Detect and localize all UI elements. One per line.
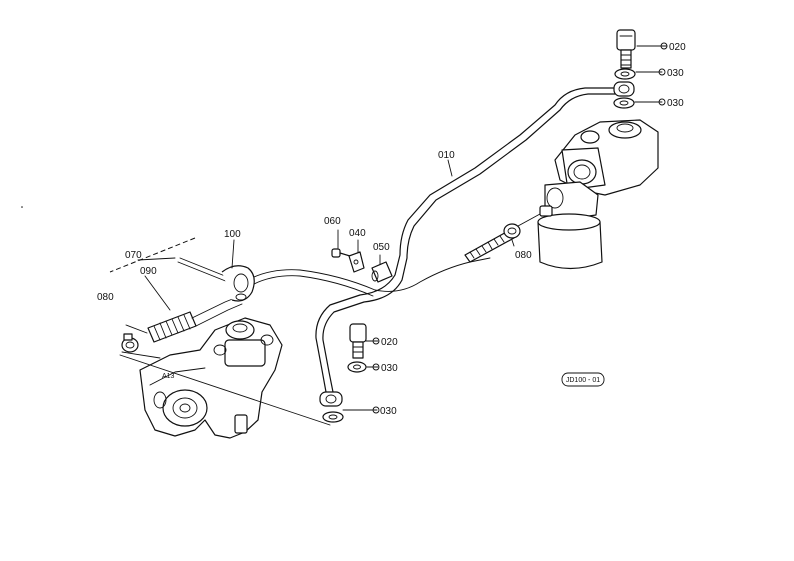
bracket-100 — [221, 265, 255, 302]
label-090: 090 — [140, 266, 157, 277]
assembly-line-b — [119, 351, 331, 426]
label-040: 040 — [349, 228, 366, 239]
leader-080-left — [125, 324, 148, 334]
label-050: 050 — [373, 242, 390, 253]
hose-clamp-080-left — [121, 333, 139, 353]
label-020-upper: 020 — [669, 42, 686, 53]
banjo-bolt-020-lower — [349, 323, 367, 359]
bolt-060 — [331, 248, 351, 258]
label-060: 060 — [324, 216, 341, 227]
washer-030-lower-a — [347, 361, 367, 373]
label-070: 070 — [125, 250, 142, 261]
label-080-left: 080 — [97, 292, 114, 303]
pump-stamp: A13 — [162, 373, 175, 380]
hose-clamp-080-right — [464, 213, 541, 263]
label-030-lower-a: 030 — [381, 363, 398, 374]
label-030-upper-a: 030 — [667, 68, 684, 79]
banjo-fitting-upper — [613, 81, 635, 97]
leader-010 — [447, 159, 453, 177]
sleeve-050 — [371, 261, 393, 283]
suction-hose-090 — [147, 295, 243, 343]
clip-040 — [348, 251, 365, 273]
return-hose — [247, 257, 491, 297]
label-030-lower-b: 030 — [380, 406, 397, 417]
label-100: 100 — [224, 229, 241, 240]
leader-070 — [137, 257, 176, 261]
washer-030-upper-a — [614, 68, 636, 80]
reference-code-box: JD100 - 01 — [561, 372, 605, 387]
label-020-lower: 020 — [381, 337, 398, 348]
banjo-bolt-020-upper — [616, 29, 636, 69]
assembly-line-a — [109, 237, 196, 273]
label-010: 010 — [438, 150, 455, 161]
label-080-right: 080 — [515, 250, 532, 261]
reference-code: JD100 - 01 — [566, 377, 600, 384]
steering-gearbox — [537, 119, 659, 270]
hydraulic-pump-assembly: A13 — [139, 317, 283, 439]
hose-010 — [315, 87, 616, 393]
leader-090 — [144, 275, 171, 311]
washer-030-upper-b — [613, 97, 635, 109]
leader-100 — [231, 239, 235, 269]
banjo-fitting-lower — [319, 391, 343, 407]
label-030-upper-b: 030 — [667, 98, 684, 109]
scan-dot — [21, 206, 23, 208]
washer-030-lower-b — [322, 411, 344, 423]
